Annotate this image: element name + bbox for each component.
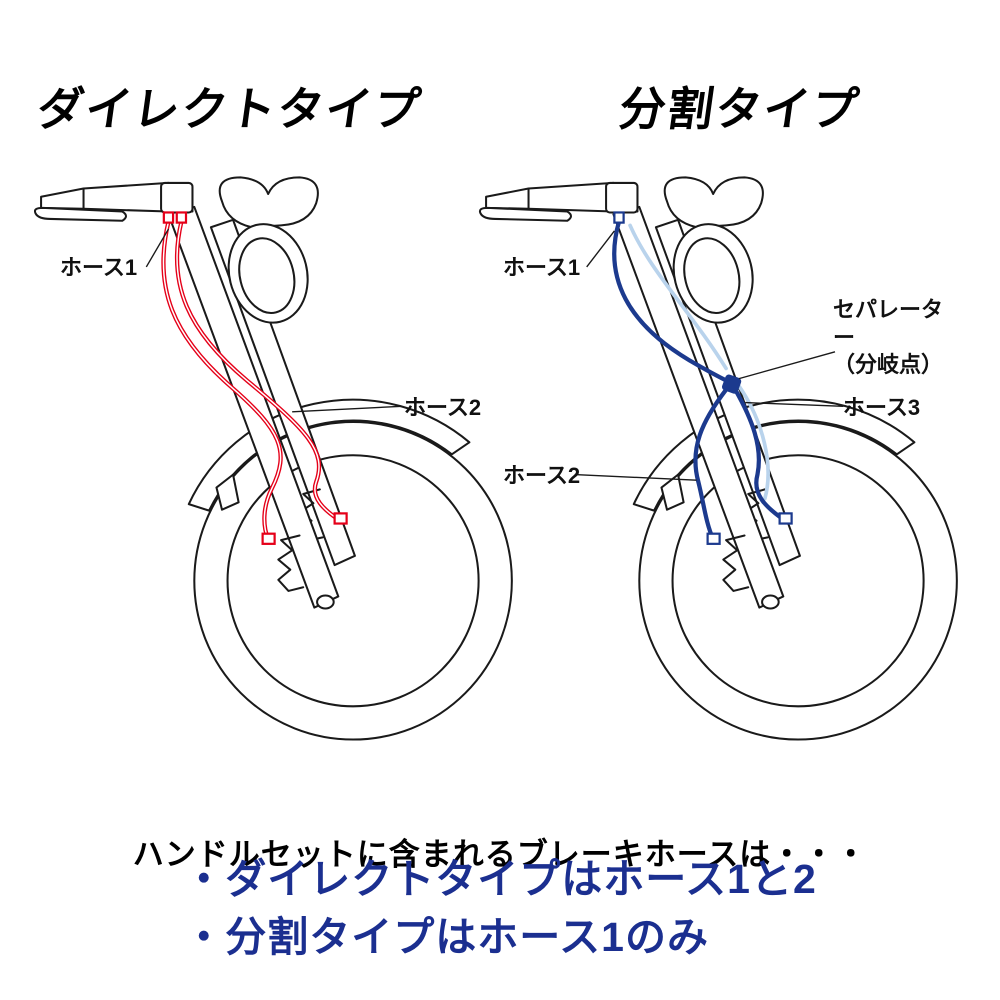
caliper-fitting-front xyxy=(261,532,276,545)
master-fitting-1 xyxy=(162,211,175,224)
label-direct-hose1: ホース1 xyxy=(60,255,138,280)
label-split-hose2: ホース2 xyxy=(503,463,581,488)
separator-leader xyxy=(738,351,836,380)
footer-bullet-direct: ・ダイレクトタイプはホース1と2 xyxy=(183,856,817,902)
label-split-separator: セパレーター （分岐点） xyxy=(833,297,944,377)
master-fitting-2 xyxy=(175,211,188,224)
split-type-figure: ホース1 セパレーター （分岐点） ホース3 ホース2 xyxy=(475,170,958,770)
caliper-fitting-rear xyxy=(778,512,793,525)
footer-bullet-split: ・分割タイプはホース1のみ xyxy=(183,914,709,961)
hose1-leader xyxy=(145,228,170,268)
hose2-leader xyxy=(574,473,697,481)
leader-lines xyxy=(574,230,844,481)
hose3-leader xyxy=(745,401,844,407)
label-direct-hose2: ホース2 xyxy=(404,395,482,420)
split-type-drawing xyxy=(478,176,958,741)
leader-lines xyxy=(145,228,403,413)
split-type-title: 分割タイプ xyxy=(615,82,864,135)
hose2-leader xyxy=(292,405,403,413)
direct-type-title: ダイレクトタイプ xyxy=(33,82,426,135)
caliper-fitting-rear xyxy=(333,512,348,525)
hose-hidden-upper xyxy=(628,223,728,371)
label-split-hose3: ホース3 xyxy=(843,395,921,420)
caliper-fitting-front xyxy=(706,532,721,545)
hose-hidden-lower xyxy=(737,384,770,501)
hose-2-path xyxy=(693,387,729,542)
hose-3-path xyxy=(733,387,788,523)
direct-hoses xyxy=(161,211,348,545)
direct-type-figure: ホース1 ホース2 xyxy=(30,170,513,770)
hose-1-path xyxy=(612,219,732,385)
master-fitting-1 xyxy=(613,211,625,224)
split-hoses xyxy=(612,211,793,545)
separator-node xyxy=(722,374,742,394)
hose1-leader xyxy=(586,230,615,268)
footer-intro: ハンドルセットに含まれるブレーキホースは・・・ xyxy=(132,837,868,872)
label-split-hose1: ホース1 xyxy=(503,255,581,280)
direct-type-drawing xyxy=(33,176,513,741)
footer-bullets: ・ダイレクトタイプはホース1と2 ・分割タイプはホース1のみ xyxy=(0,850,1000,966)
